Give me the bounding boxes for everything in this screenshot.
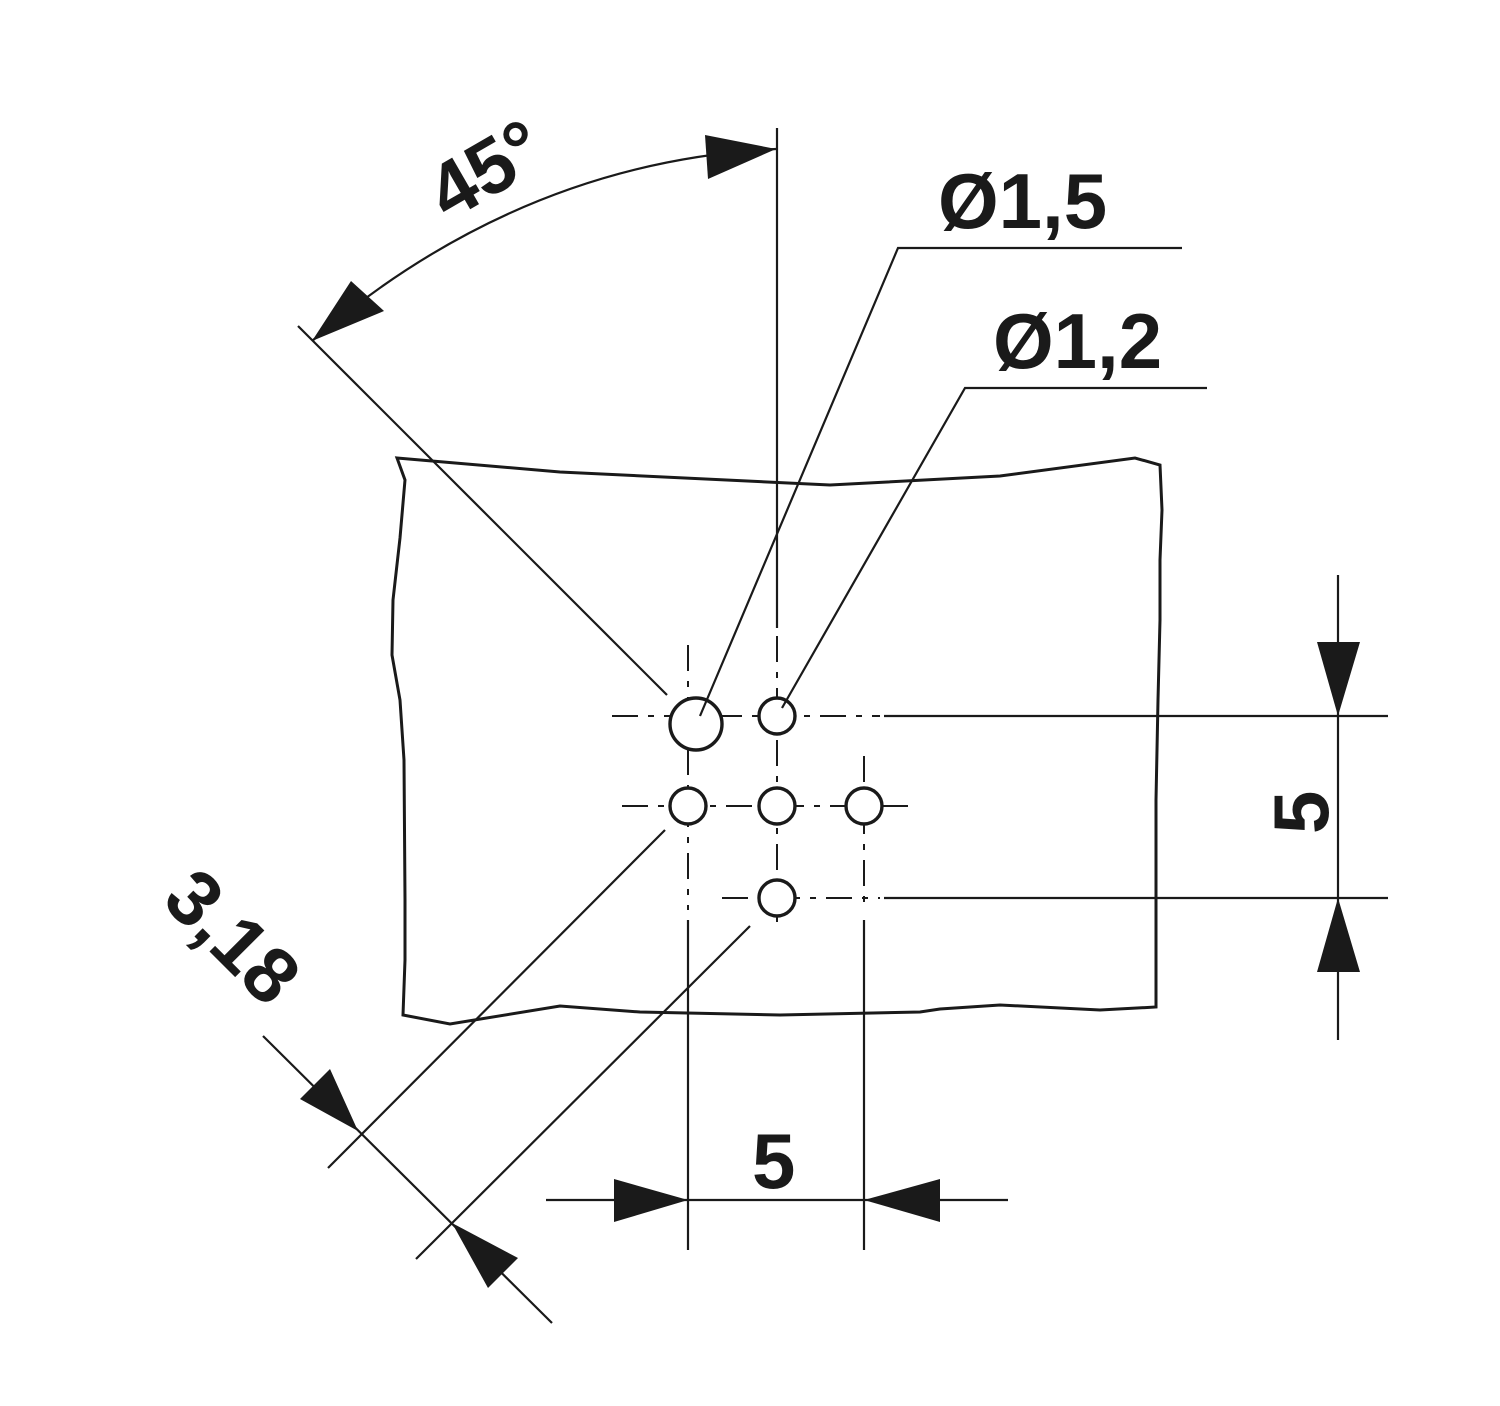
diagonal-dimension-line xyxy=(262,1035,553,1324)
hole-large xyxy=(668,696,724,752)
leader-large-diameter xyxy=(698,246,1182,717)
board-outline xyxy=(390,456,1164,1026)
angle-arrow-left xyxy=(312,281,384,341)
hole-small xyxy=(757,696,797,736)
horizontal-dim-arrow-left xyxy=(614,1179,688,1222)
hole-small xyxy=(668,786,708,826)
diagonal-extension-line-2 xyxy=(415,925,751,1260)
vertical-dim-arrow-bottom xyxy=(1317,898,1360,972)
vertical-dim-arrow-top xyxy=(1317,642,1360,716)
large-hole-diameter-label: Ø1,5 xyxy=(938,157,1107,245)
hole-small xyxy=(757,786,797,826)
diagonal-pitch-label: 3,18 xyxy=(148,852,318,1022)
horizontal-dim-arrow-right xyxy=(864,1179,940,1222)
diagonal-extension-line-1 xyxy=(327,829,666,1169)
hole-small xyxy=(757,878,797,918)
small-hole-diameter-label: Ø1,2 xyxy=(993,297,1162,385)
horizontal-pitch-label: 5 xyxy=(752,1117,795,1205)
diagonal-dim-arrow-upper xyxy=(300,1069,358,1131)
diagonal-dim-arrow-lower xyxy=(452,1223,518,1288)
angle-diagonal-reference xyxy=(297,325,668,696)
angle-label: 45° xyxy=(413,102,559,237)
vertical-pitch-label: 5 xyxy=(1257,791,1345,834)
leader-small-diameter xyxy=(781,386,1207,709)
angle-arrow-right xyxy=(705,135,776,179)
hole-small xyxy=(844,786,884,826)
